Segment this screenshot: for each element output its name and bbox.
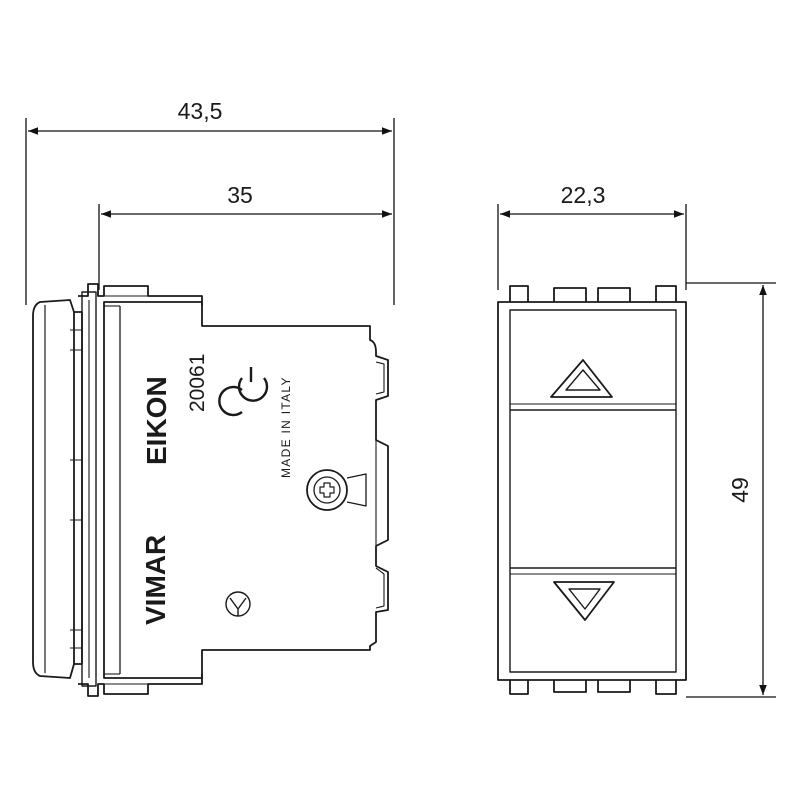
dimension-body-depth (98, 204, 392, 290)
rocker-cover (32, 299, 75, 679)
mounting-frame (74, 311, 83, 665)
dimension-height (686, 282, 776, 698)
key-area (509, 309, 677, 673)
arrow-down-icon (553, 581, 615, 621)
body-depth-label: 35 (227, 182, 253, 208)
front-view (497, 285, 687, 695)
arrow-up-icon (550, 359, 613, 398)
overall-depth-label: 43,5 (178, 98, 223, 124)
module-body (103, 301, 389, 679)
product-code: 20061 (186, 354, 209, 412)
ce-mark-icon (218, 367, 269, 417)
approval-mark-icon (225, 591, 251, 617)
brand-label: VIMAR (140, 535, 171, 625)
origin-label: MADE IN ITALY (279, 376, 293, 478)
series-label: EIKON (141, 376, 172, 465)
dimension-overall-depth (25, 118, 395, 305)
side-view (32, 283, 389, 697)
width-label: 22,3 (561, 182, 606, 208)
front-frame (497, 301, 687, 681)
dimension-width (497, 204, 687, 290)
terminal-screw-icon (306, 469, 367, 511)
height-label: 49 (727, 477, 753, 503)
